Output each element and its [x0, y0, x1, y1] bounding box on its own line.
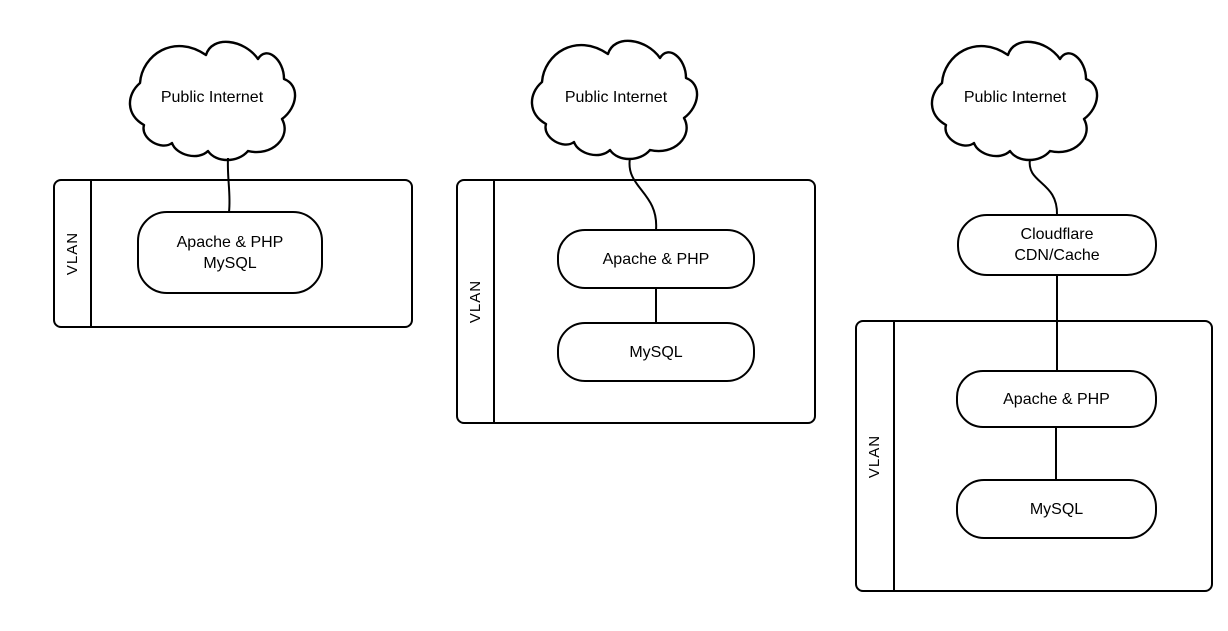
- connector-cloud-to-apache: [628, 157, 658, 231]
- cloud-label: Public Internet: [963, 89, 1067, 106]
- vlan-container: VLAN: [53, 179, 413, 328]
- cloud-label: Public Internet: [564, 89, 668, 106]
- cloud-label: Public Internet: [160, 89, 264, 106]
- node-label-line: CDN/Cache: [1014, 247, 1100, 264]
- vlan-label: VLAN: [467, 279, 484, 324]
- node-label-line: MySQL: [1029, 500, 1084, 518]
- node-label-line: MySQL: [629, 343, 683, 361]
- server-node-apache-php: Apache & PHP: [557, 229, 755, 289]
- server-node-apache-php-mysql: Apache & PHP MySQL: [137, 211, 323, 294]
- vlan-label: VLAN: [64, 231, 81, 276]
- server-node-mysql: MySQL: [557, 322, 755, 382]
- vlan-body: [895, 322, 1211, 590]
- node-label-line: MySQL: [203, 254, 257, 272]
- vlan-label: VLAN: [866, 434, 884, 478]
- connector-cloud-to-server: [226, 157, 231, 213]
- node-label-line: Cloudflare: [1020, 226, 1094, 243]
- server-node-mysql: MySQL: [956, 479, 1157, 539]
- cdn-node-cloudflare: Cloudflare CDN/Cache: [957, 214, 1157, 276]
- vlan-container: VLAN: [456, 179, 816, 424]
- vlan-container: VLAN: [855, 320, 1213, 592]
- node-label-line: Apache & PHP: [176, 233, 284, 251]
- vlan-title-strip: VLAN: [857, 322, 895, 590]
- node-label-line: Apache & PHP: [602, 250, 710, 268]
- vlan-title-strip: VLAN: [458, 181, 495, 422]
- vlan-body: [495, 181, 814, 422]
- node-label-line: Apache & PHP: [1003, 390, 1110, 408]
- server-node-apache-php: Apache & PHP: [956, 370, 1157, 428]
- connector-cloud-to-cdn: [1028, 158, 1059, 216]
- vlan-title-strip: VLAN: [55, 181, 92, 326]
